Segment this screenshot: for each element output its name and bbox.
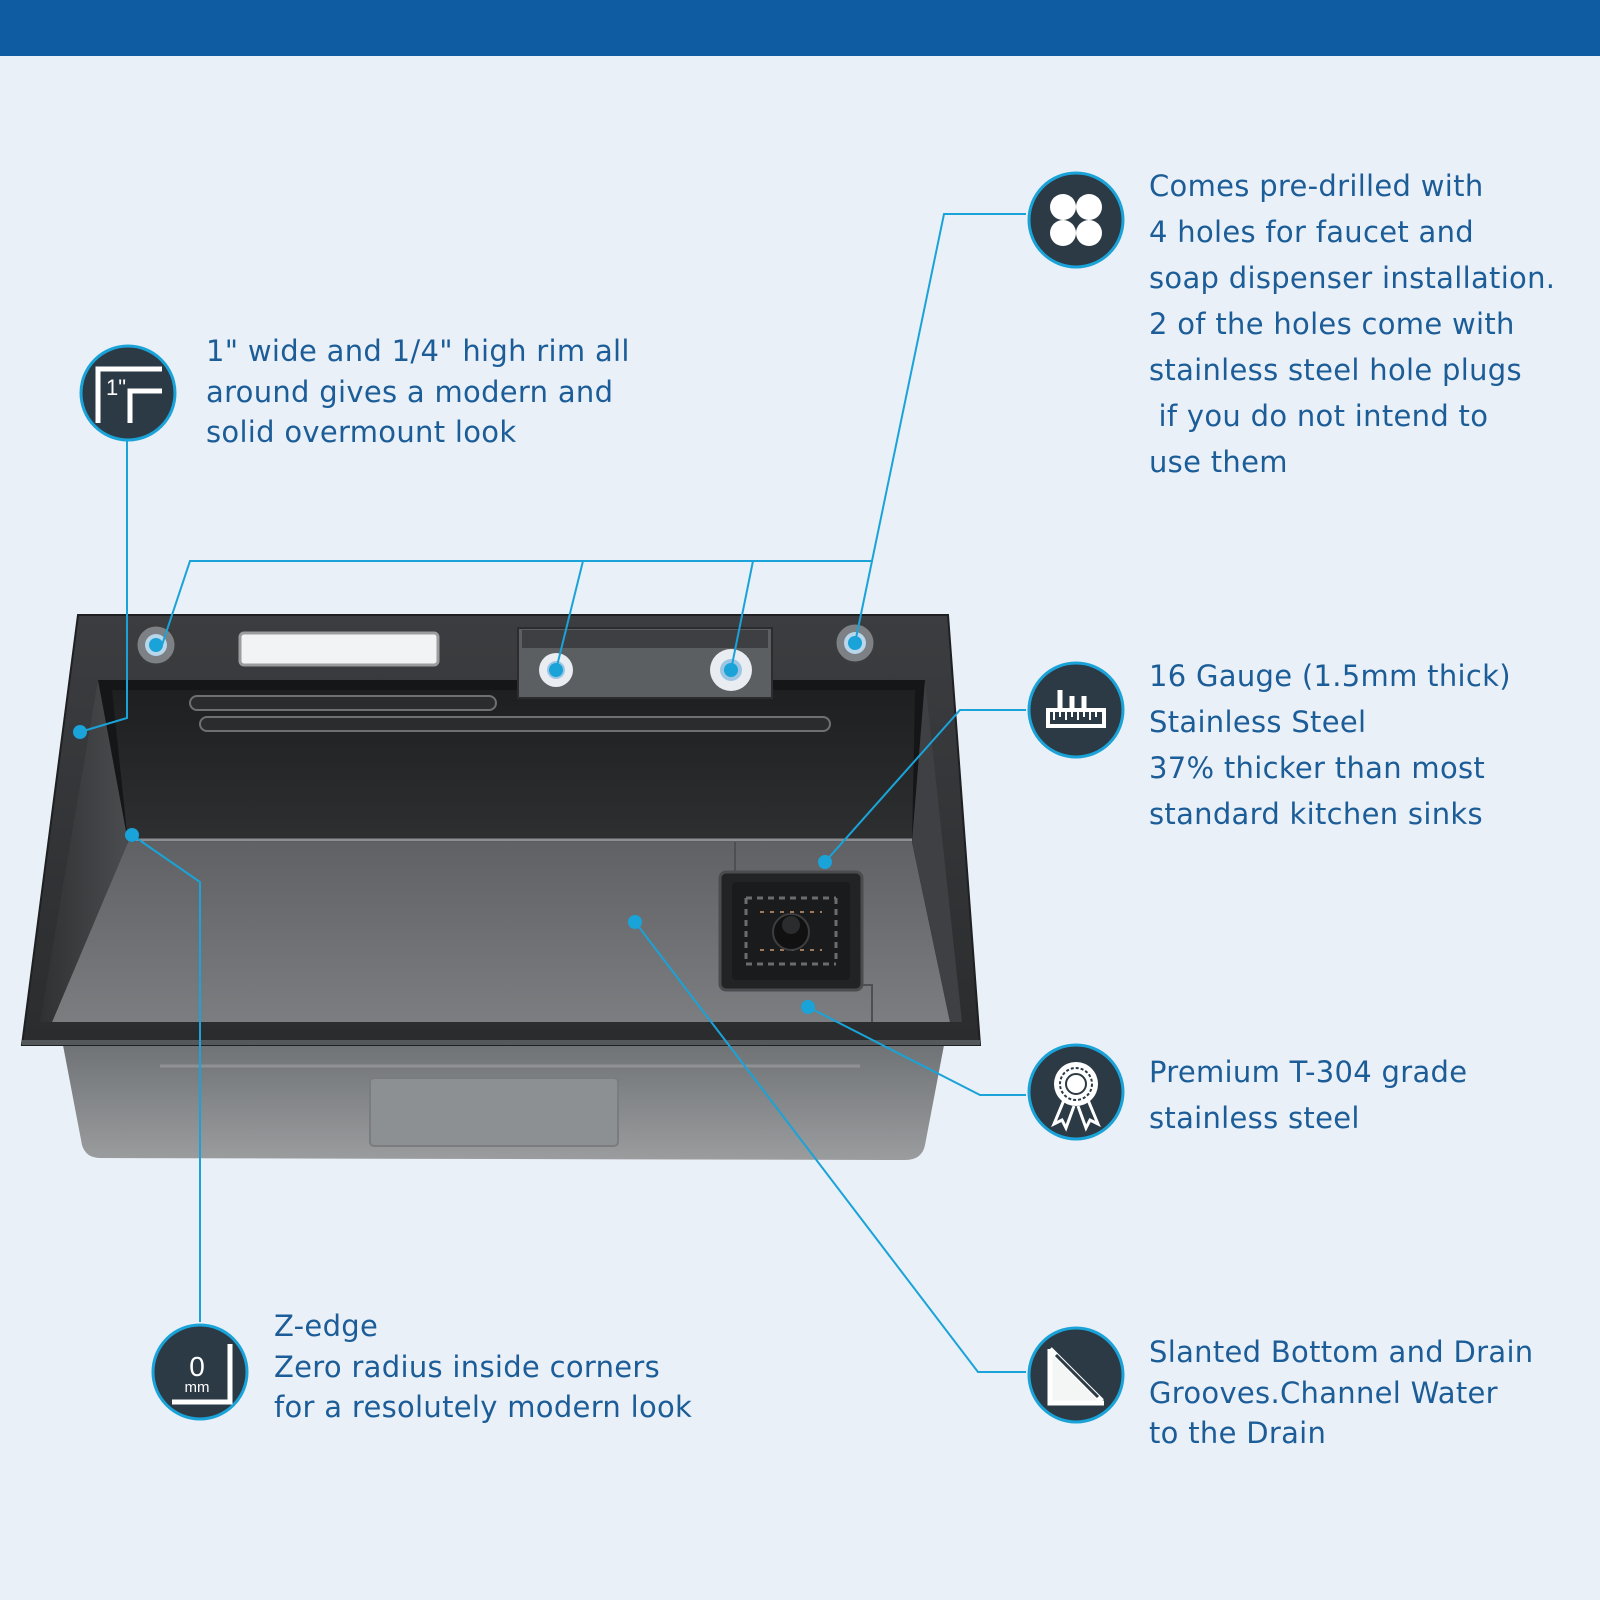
callout-line-slant	[634, 921, 1026, 1373]
feature-holes-line: stainless steel hole plugs	[1149, 353, 1522, 387]
slanted-bottom-icon	[1026, 1325, 1126, 1425]
feature-slant-line: Slanted Bottom and Drain	[1149, 1335, 1534, 1369]
feature-zedge-line: for a resolutely modern look	[274, 1390, 693, 1424]
feature-holes-text: Comes pre-drilled with 4 holes for fauce…	[1149, 163, 1555, 485]
drain-strainer	[718, 870, 864, 992]
feature-slant-text: Slanted Bottom and Drain Grooves.Channel…	[1149, 1332, 1533, 1454]
feature-grade-text: Premium T-304 grade stainless steel	[1149, 1049, 1467, 1141]
feature-holes-line: Comes pre-drilled with	[1149, 169, 1484, 203]
feature-zedge-line: Zero radius inside corners	[274, 1349, 661, 1384]
rim-width-1-inch-icon: 1"	[78, 343, 178, 443]
feature-rim-text: 1" wide and 1/4" high rim all around giv…	[206, 331, 630, 453]
feature-slant-line: to the Drain	[1149, 1416, 1327, 1450]
callout-dots	[73, 636, 862, 1014]
callout-line-rim	[79, 385, 128, 733]
feature-grade-line: stainless steel	[1149, 1101, 1360, 1135]
feature-holes-line: use them	[1149, 445, 1288, 479]
four-holes-icon	[1026, 170, 1126, 270]
feature-zedge-text: Z-edge Zero radius inside corners for a …	[274, 1306, 692, 1428]
feature-gauge-line: 37% thicker than most	[1149, 751, 1486, 785]
feature-rim-line: 1" wide and 1/4" high rim all	[206, 334, 630, 368]
callout-lines	[79, 213, 1026, 1373]
zero-radius-corner-icon: 0 mm	[150, 1322, 250, 1422]
feature-rim-line: around gives a modern and	[206, 374, 614, 409]
rim-icon-label: 1"	[106, 375, 126, 400]
callout-line-zedge	[131, 834, 201, 1322]
feature-holes-line: 2 of the holes come with	[1149, 307, 1515, 341]
callout-line-gauge	[824, 709, 1026, 863]
feature-holes-line: soap dispenser installation.	[1149, 261, 1556, 295]
feature-slant-line: Grooves.Channel Water	[1149, 1375, 1498, 1410]
feature-grade-line: Premium T-304 grade	[1149, 1055, 1468, 1089]
thickness-gauge-icon	[1026, 660, 1126, 760]
feature-gauge-text: 16 Gauge (1.5mm thick) Stainless Steel 3…	[1149, 653, 1511, 837]
feature-gauge-line: 16 Gauge (1.5mm thick)	[1149, 659, 1511, 693]
zedge-icon-value: 0	[189, 1351, 205, 1382]
feature-holes-line: 4 holes for faucet and	[1149, 215, 1475, 249]
zedge-icon-unit: mm	[185, 1379, 210, 1396]
feature-gauge-line: standard kitchen sinks	[1149, 797, 1483, 831]
feature-zedge-line: Z-edge	[274, 1309, 379, 1343]
feature-rim-line: solid overmount look	[206, 415, 517, 449]
award-ribbon-icon	[1026, 1042, 1126, 1142]
feature-holes-line: if you do not intend to	[1149, 399, 1489, 433]
accessory-rails	[189, 695, 831, 732]
sink-body	[62, 1040, 945, 1160]
top-header-bar	[0, 0, 1600, 56]
feature-gauge-line: Stainless Steel	[1149, 705, 1367, 739]
callout-line-grade	[807, 1006, 1026, 1096]
